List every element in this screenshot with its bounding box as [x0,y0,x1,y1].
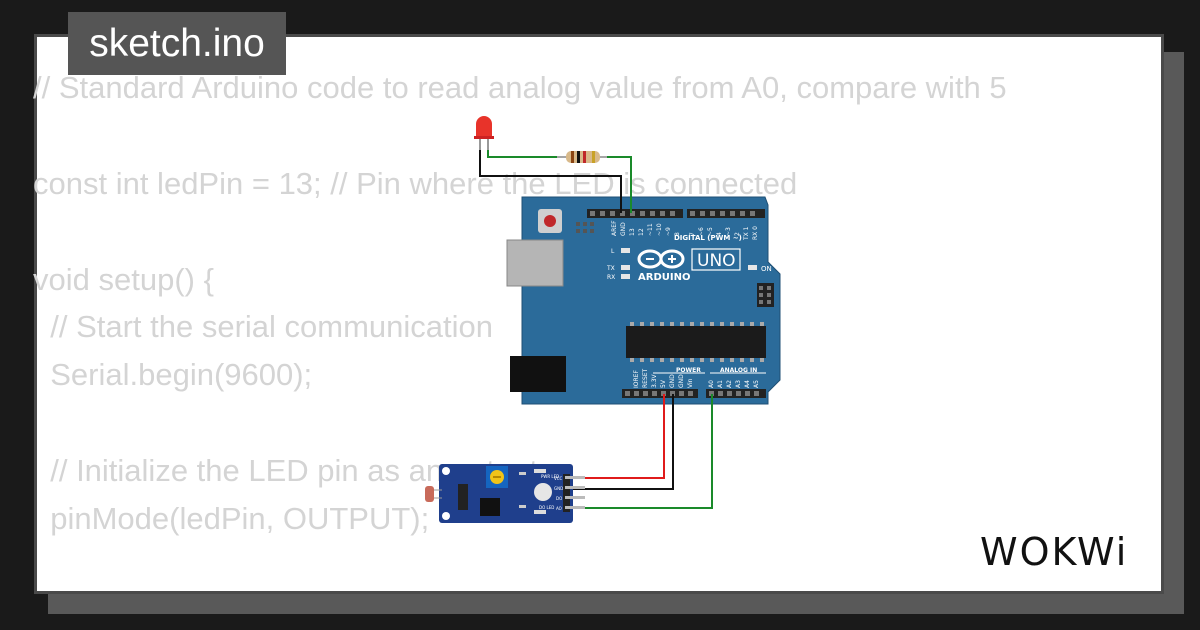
module-pin-label: VCC [554,476,563,481]
rx-led-label: RX [607,274,615,281]
wokwi-logo: WOKWi [980,530,1128,574]
model-box [691,248,741,271]
wire-5v-to-vcc[interactable] [569,394,665,479]
led-label: DO LED [539,505,554,510]
power-pin-label: RESET [642,368,649,388]
photoresistor [425,486,434,502]
on-label: ON [761,265,772,273]
pin-label: ~9 [665,227,672,236]
digital-header-label: DIGITAL (PWM ~) [674,234,742,242]
power-header [622,389,698,398]
arduino-logo [637,249,685,269]
power-header-label: POWER [676,367,701,374]
wire-gnd-to-gnd[interactable] [569,394,674,490]
power-pin-label: IOREF [633,370,640,388]
file-tab[interactable]: sketch.ino [68,12,286,75]
wokwi-logo-text: WOKWi [980,530,1128,574]
code-line: // Standard Arduino code to read analog … [33,70,1007,105]
wire-led-to-gnd[interactable] [479,150,622,213]
analog-pin-label: A5 [753,380,760,388]
arduino-uno-board[interactable]: AREF GND 13 12 ~11 ~10 ~9 8 7 ~6 ~5 4 ~3… [506,196,781,405]
pin-label: 7 [689,232,696,236]
module-pin-label: AO [556,506,562,511]
power-jack [510,356,566,392]
microcontroller-chip [626,326,766,358]
analog-pin-label: A2 [726,380,733,388]
wire-resistor-to-pin13[interactable] [607,156,632,213]
ldr-sensor-module[interactable]: PWR LED DO LED VCC GND DO AO [425,464,585,523]
power-pin-label: Vin [687,378,694,388]
module-pin-label: GND [554,486,563,491]
pin-label: TX 1 [743,226,750,241]
power-pin-label: GND [678,374,685,388]
pin-label: AREF [611,220,618,236]
wire-led-to-resistor[interactable] [487,150,557,158]
pin-label: GND [620,222,627,236]
module-pin-label: DO [556,496,562,501]
l-led [621,248,630,253]
code-line: pinMode(ledPin, OUTPUT); [33,501,430,537]
reset-button-cap [544,215,556,227]
analog-pin-label: A1 [717,380,724,388]
red-led[interactable] [474,116,494,150]
tx-led [621,265,630,270]
power-pin-label: 3.3V [651,373,658,388]
tx-led-label: TX [606,265,615,272]
analog-header-label: ANALOG IN [720,367,757,374]
l-led-label: L [611,248,615,255]
resistor[interactable] [557,151,607,163]
pin-label: 8 [674,232,681,236]
wire-a0-to-ao[interactable] [569,394,713,509]
rx-led [621,274,630,279]
usb-port [506,239,564,287]
analog-pin-label: A4 [744,380,751,388]
power-pin-label: GND [669,374,676,388]
pin-label: ~11 [647,223,654,236]
pin-label: ~5 [707,227,714,236]
analog-pin-label: A0 [708,380,715,388]
pin-label: 12 [638,228,645,236]
code-line: // Start the serial communication [33,309,494,345]
model-label: UNO [697,251,736,271]
on-led [748,265,757,270]
top-header-right [687,209,765,218]
brand-label: ARDUINO [638,272,690,283]
code-line: void setup() { [33,261,214,297]
pin-label: ~10 [656,223,663,236]
pin-label: ~6 [698,227,705,236]
pin-label: 13 [629,228,636,236]
led-label: PWR LED [541,474,559,479]
pin-label: RX 0 [752,226,759,240]
pin-label: 4 [716,232,723,236]
pin-label: ~3 [725,227,732,236]
analog-pin-label: A3 [735,380,742,388]
power-pin-label: 5V [660,379,667,388]
comparator-chip [480,498,500,516]
pin-label: 2 [734,232,741,236]
code-line: Serial.begin(9600); [33,357,313,393]
